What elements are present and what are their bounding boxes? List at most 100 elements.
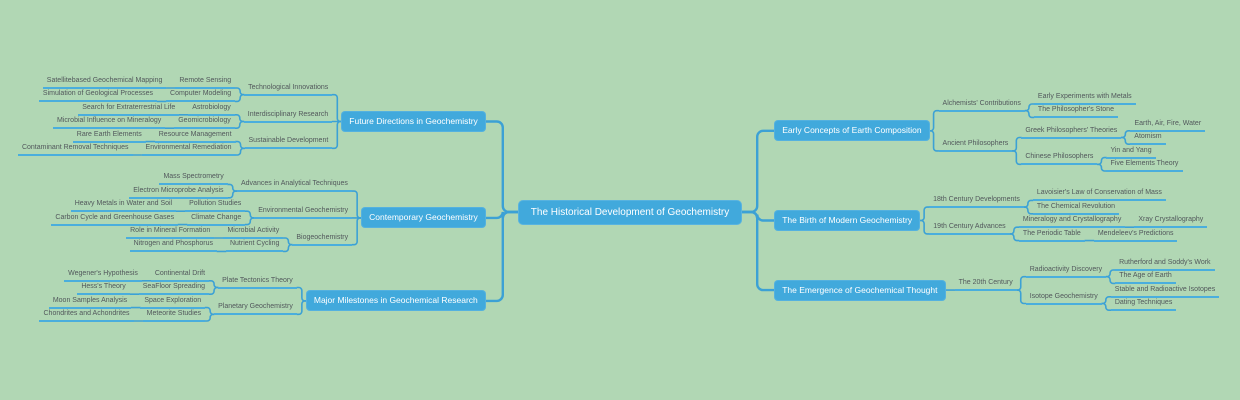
connector [1024, 103, 1035, 112]
node-environmental-remediation[interactable]: Environmental Remediation [141, 143, 236, 156]
node-xray-crystallography[interactable]: Xray Crystallography [1134, 215, 1208, 229]
connector [1096, 156, 1108, 166]
node-the-emergence-of-geochemical-thought[interactable]: The Emergence of Geochemical Thought [774, 279, 946, 301]
connector [282, 237, 294, 246]
node-yin-and-yang[interactable]: Yin and Yang [1106, 146, 1156, 159]
node-19th-century-advances[interactable]: 19th Century Advances [929, 222, 1010, 235]
connector [1023, 206, 1034, 215]
node-continental-drift[interactable]: Continental Drift [150, 269, 210, 282]
node-biogeochemistry[interactable]: Biogeochemistry [292, 233, 353, 246]
node-nutrient-cycling[interactable]: Nutrient Cycling [225, 239, 284, 253]
node-plate-tectonics-theory[interactable]: Plate Tectonics Theory [218, 276, 297, 289]
node-major-milestones-in-geochemical-research[interactable]: Major Milestones in Geochemical Research [305, 290, 486, 312]
node-the-age-of-earth[interactable]: The Age of Earth [1115, 271, 1176, 285]
node-climate-change[interactable]: Climate Change [187, 213, 246, 226]
node-contaminant-removal-techniques[interactable]: Contaminant Removal Techniques [17, 143, 133, 156]
node-hess-s-theory[interactable]: Hess's Theory [77, 282, 130, 296]
node-meteorite-studies[interactable]: Meteorite Studies [142, 309, 206, 322]
connector [1120, 136, 1132, 145]
node-microbial-activity[interactable]: Microbial Activity [223, 226, 284, 239]
connector [234, 140, 246, 150]
node-chinese-philosophers[interactable]: Chinese Philosophers [1021, 152, 1098, 166]
connector [484, 210, 519, 303]
node-earth-air-fire-water[interactable]: Earth, Air, Fire, Water [1130, 119, 1206, 132]
connector [1101, 296, 1112, 305]
node-pollution-studies[interactable]: Pollution Studies [185, 199, 246, 213]
connector [1011, 150, 1023, 166]
node-astrobiology[interactable]: Astrobiology [188, 103, 235, 116]
connector [1105, 269, 1116, 278]
connector [928, 109, 940, 132]
node-role-in-mineral-formation[interactable]: Role in Mineral Formation [126, 226, 215, 239]
node-search-for-extraterrestrial-life[interactable]: Search for Extraterrestrial Life [78, 103, 180, 116]
node-simulation-of-geological-processes[interactable]: Simulation of Geological Processes [38, 89, 158, 103]
node-remote-sensing[interactable]: Remote Sensing [175, 76, 236, 89]
connector [1015, 275, 1027, 291]
node-greek-philosophers-theories[interactable]: Greek Philosophers' Theories [1021, 126, 1122, 139]
connector [208, 286, 219, 295]
node-microbial-influence-on-mineralogy[interactable]: Microbial Influence on Mineralogy [52, 116, 166, 130]
connector [919, 219, 930, 235]
node-contemporary-geochemistry[interactable]: Contemporary Geochemistry [361, 207, 486, 229]
node-the-birth-of-modern-geochemistry[interactable]: The Birth of Modern Geochemistry [774, 210, 921, 231]
node-radioactivity-discovery[interactable]: Radioactivity Discovery [1025, 265, 1107, 278]
node-geomicrobiology[interactable]: Geomicrobiology [174, 116, 235, 130]
node-moon-samples-analysis[interactable]: Moon Samples Analysis [48, 296, 132, 309]
connector [296, 300, 307, 316]
node-mass-spectrometry[interactable]: Mass Spectrometry [159, 172, 228, 186]
node-stable-and-radioactive-isotopes[interactable]: Stable and Radioactive Isotopes [1110, 285, 1220, 298]
node-mendeleev-s-predictions[interactable]: Mendeleev's Predictions [1093, 229, 1178, 242]
node-advances-in-analytical-techniques[interactable]: Advances in Analytical Techniques [236, 179, 353, 193]
connector [226, 183, 238, 192]
node-chondrites-and-achondrites[interactable]: Chondrites and Achondrites [39, 309, 134, 322]
node-environmental-geochemistry[interactable]: Environmental Geochemistry [254, 206, 353, 219]
node-the-philosopher-s-stone[interactable]: The Philosopher's Stone [1033, 105, 1118, 119]
node-interdisciplinary-research[interactable]: Interdisciplinary Research [243, 110, 333, 123]
connector [226, 190, 238, 199]
node-early-concepts-of-earth-composition[interactable]: Early Concepts of Earth Composition [774, 120, 930, 142]
node-planetary-geochemistry[interactable]: Planetary Geochemistry [214, 302, 297, 316]
connector [919, 206, 930, 222]
connector [351, 217, 362, 246]
node-ancient-philosophers[interactable]: Ancient Philosophers [938, 139, 1013, 152]
node-early-experiments-with-metals[interactable]: Early Experiments with Metals [1033, 92, 1136, 105]
node-lavoisier-s-law-of-conservation-of-mass[interactable]: Lavoisier's Law of Conservation of Mass [1032, 188, 1166, 202]
connector [204, 306, 215, 316]
node-satellitebased-geochemical-mapping[interactable]: Satellitebased Geochemical Mapping [42, 76, 167, 89]
node-sustainable-development[interactable]: Sustainable Development [244, 136, 333, 150]
node-five-elements-theory[interactable]: Five Elements Theory [1106, 159, 1183, 172]
connector [331, 93, 343, 123]
node-rutherford-and-soddy-s-work[interactable]: Rutherford and Soddy's Work [1115, 258, 1215, 271]
node-dating-techniques[interactable]: Dating Techniques [1110, 298, 1177, 312]
connector [1101, 302, 1112, 311]
node-future-directions-in-geochemistry[interactable]: Future Directions in Geochemistry [341, 111, 486, 132]
node-nitrogen-and-phosphorus[interactable]: Nitrogen and Phosphorus [129, 239, 217, 253]
connector [928, 130, 940, 152]
node-computer-modeling[interactable]: Computer Modeling [166, 89, 236, 103]
connector [1009, 226, 1020, 235]
connector [244, 217, 256, 226]
connector [1024, 109, 1035, 119]
node-atomism[interactable]: Atomism [1130, 132, 1166, 146]
node-the-historical-development-of-geochemistry[interactable]: The Historical Development of Geochemist… [517, 199, 743, 225]
connector [233, 114, 245, 123]
node-technological-innovations[interactable]: Technological Innovations [244, 83, 333, 96]
node-wegener-s-hypothesis[interactable]: Wegener's Hypothesis [64, 269, 142, 282]
node-electron-microprobe-analysis[interactable]: Electron Microprobe Analysis [129, 186, 228, 199]
connector [1120, 130, 1132, 139]
node-heavy-metals-in-water-and-soil[interactable]: Heavy Metals in Water and Soil [70, 199, 177, 213]
node-the-20th-century[interactable]: The 20th Century [954, 278, 1017, 292]
connector [1011, 136, 1023, 152]
node-the-periodic-table[interactable]: The Periodic Table [1018, 229, 1085, 242]
node-carbon-cycle-and-greenhouse-gases[interactable]: Carbon Cycle and Greenhouse Gases [51, 213, 179, 226]
node-alchemists-contributions[interactable]: Alchemists' Contributions [938, 99, 1025, 112]
node-isotope-geochemistry[interactable]: Isotope Geochemistry [1025, 292, 1102, 305]
node-space-exploration[interactable]: Space Exploration [140, 296, 206, 309]
node-the-chemical-revolution[interactable]: The Chemical Revolution [1032, 202, 1120, 215]
node-rare-earth-elements[interactable]: Rare Earth Elements [72, 130, 146, 143]
node-seafloor-spreading[interactable]: SeaFloor Spreading [138, 282, 210, 296]
node-resource-management[interactable]: Resource Management [154, 130, 236, 143]
node-mineralogy-and-crystallography[interactable]: Mineralogy and Crystallography [1018, 215, 1126, 229]
node-18th-century-developments[interactable]: 18th Century Developments [929, 195, 1024, 209]
